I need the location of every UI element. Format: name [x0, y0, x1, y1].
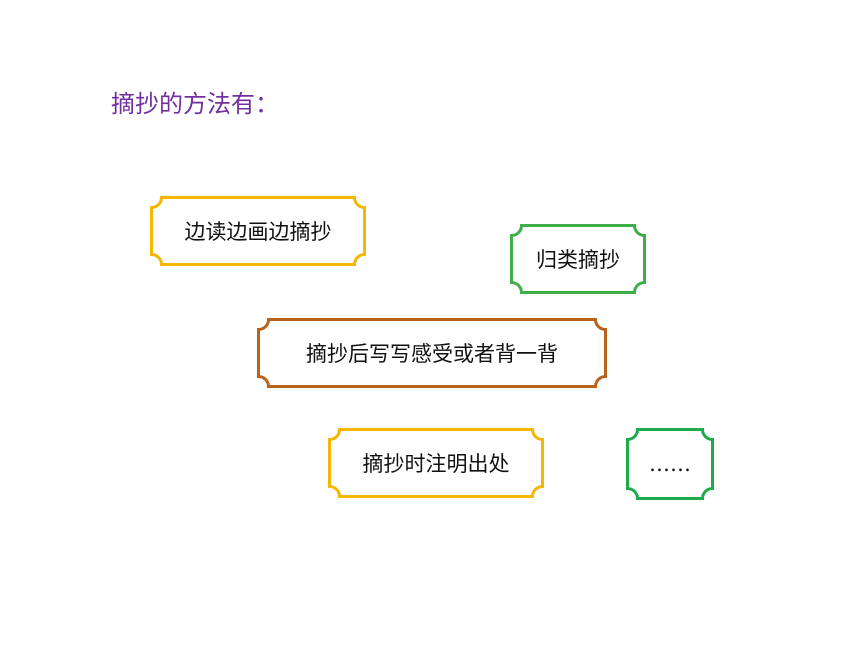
- method-box-categorize: 归类摘抄: [510, 224, 646, 294]
- method-box-frame: [150, 196, 366, 266]
- method-box-border: [328, 428, 544, 498]
- method-box-reflect-recite: 摘抄后写写感受或者背一背: [257, 318, 607, 388]
- method-box-read-mark-copy: 边读边画边摘抄: [150, 196, 366, 266]
- method-box-label: 摘抄后写写感受或者背一背: [306, 342, 558, 366]
- method-box-ellipsis: ……: [626, 428, 714, 500]
- method-box-label: 摘抄时注明出处: [362, 452, 510, 476]
- method-box-frame: [328, 428, 544, 498]
- method-box-border: [626, 428, 714, 500]
- slide-title: 摘抄的方法有：: [111, 90, 279, 118]
- method-box-frame: [510, 224, 646, 294]
- method-box-label: 边读边画边摘抄: [184, 220, 332, 244]
- method-box-border: [150, 196, 366, 266]
- method-box-label: ……: [649, 452, 691, 476]
- method-box-frame: [257, 318, 607, 388]
- method-box-label: 归类摘抄: [536, 248, 620, 272]
- method-box-border: [257, 318, 607, 388]
- method-box-frame: [626, 428, 714, 500]
- method-box-cite-source: 摘抄时注明出处: [328, 428, 544, 498]
- method-box-border: [510, 224, 646, 294]
